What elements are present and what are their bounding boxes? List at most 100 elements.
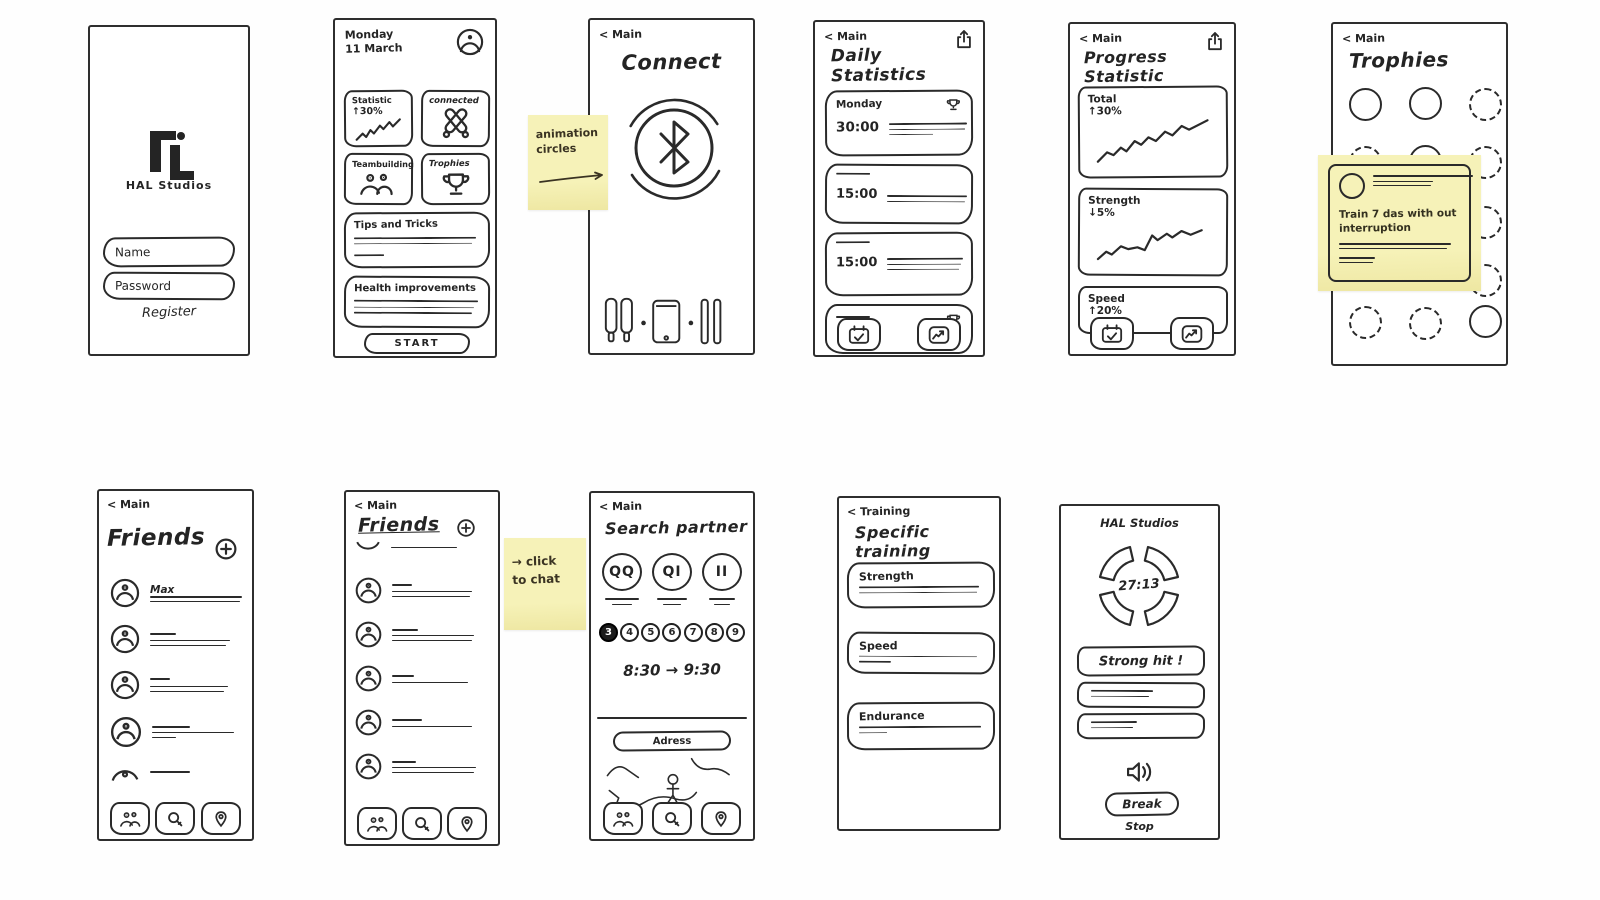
daily-entry-2[interactable]: 15:00 [824, 163, 974, 225]
search-nav-button[interactable] [401, 807, 442, 840]
friend-row[interactable] [354, 708, 488, 737]
trophy-slot-locked [1469, 88, 1502, 121]
profile-icon[interactable] [455, 27, 485, 57]
friend-row[interactable]: Max [109, 577, 244, 609]
note-animation-line1: animation [535, 125, 599, 142]
time-range[interactable]: 8:30 → 9:30 [623, 660, 721, 680]
count-option[interactable]: 7 [683, 623, 703, 642]
count-option[interactable]: 8 [704, 623, 724, 642]
plus-circle-icon[interactable] [214, 537, 238, 561]
trophies-card[interactable]: Trophies [420, 152, 491, 206]
count-option[interactable]: 4 [620, 623, 640, 642]
teambuilding-card[interactable]: Teambuilding [343, 152, 414, 206]
count-option-selected[interactable]: 3 [599, 623, 618, 642]
friend-row[interactable] [109, 669, 244, 701]
search-nav-button[interactable] [155, 802, 196, 835]
pair-option-glyph: QI [652, 553, 692, 591]
note-chat-line2: to chat [512, 571, 561, 588]
daily-entry-3[interactable]: 15:00 [824, 231, 974, 297]
friends-title: Friends [357, 513, 440, 537]
count-option[interactable]: 5 [641, 623, 661, 642]
friend-row[interactable] [109, 623, 244, 655]
screen-daily-statistics: < Main Daily Statistics Monday 30:00 [813, 20, 985, 357]
statistic-card[interactable]: Statistic ↑30% [343, 89, 414, 148]
text-line [887, 257, 964, 261]
back-to-main-link[interactable]: < Main [1341, 31, 1386, 46]
back-to-main-link[interactable]: < Main [823, 29, 868, 44]
back-to-main-link[interactable]: < Main [598, 499, 643, 514]
tips-card[interactable]: Tips and Tricks [343, 211, 491, 269]
text-line [1090, 721, 1137, 724]
progress-card-strength[interactable]: Strength ↓5% [1077, 187, 1229, 277]
map-nav-button[interactable] [447, 807, 488, 840]
pair-option[interactable]: II [702, 553, 742, 605]
trophy-slot-locked [1409, 307, 1442, 340]
health-card[interactable]: Health improvements [343, 275, 491, 329]
screen-friends-b: < Main Friends [344, 490, 500, 846]
friend-row[interactable] [354, 752, 488, 781]
friends-nav-button[interactable] [356, 807, 397, 840]
register-link[interactable]: Register [141, 304, 197, 321]
feedback-row[interactable] [1076, 681, 1206, 709]
calendar-check-button[interactable] [1090, 317, 1134, 350]
training-option-strength[interactable]: Strength [846, 561, 996, 609]
share-icon[interactable] [1205, 30, 1225, 52]
feedback-row[interactable] [1076, 712, 1206, 740]
back-to-main-link[interactable]: < Main [353, 498, 398, 513]
trophy-slot-earned[interactable] [1349, 88, 1382, 121]
text-line [392, 674, 414, 677]
text-line [150, 601, 240, 602]
count-option[interactable]: 6 [662, 623, 682, 642]
progress-nav [1070, 317, 1234, 350]
friends-nav-button[interactable] [109, 802, 150, 835]
break-button[interactable]: Break [1104, 791, 1180, 817]
speaker-icon[interactable] [1123, 758, 1159, 786]
training-option-speed[interactable]: Speed [846, 631, 996, 675]
friend-row[interactable] [354, 664, 488, 693]
break-button-label: Break [1122, 796, 1162, 812]
progress-card-total[interactable]: Total ↑30% [1077, 85, 1229, 179]
friend-row[interactable] [354, 576, 488, 605]
back-to-main-link[interactable]: < Main [106, 497, 151, 512]
address-input[interactable]: Adress [612, 730, 732, 752]
pair-option[interactable]: QI [652, 553, 692, 605]
pair-option[interactable]: QQ [602, 553, 642, 605]
training-option-endurance[interactable]: Endurance [846, 701, 996, 751]
friend-row[interactable] [109, 761, 244, 783]
search-nav-button[interactable] [651, 802, 692, 835]
progress-chart-button[interactable] [1170, 317, 1214, 350]
share-icon[interactable] [954, 28, 974, 50]
stop-button[interactable]: Stop [1125, 820, 1154, 833]
text-line [859, 725, 982, 729]
bluetooth-icon[interactable] [614, 86, 734, 206]
trophy-slot-earned[interactable] [1469, 305, 1502, 338]
name-field[interactable]: Name [102, 236, 236, 268]
text-line [392, 628, 418, 631]
trophy-icon [429, 170, 482, 200]
connected-card[interactable]: connected [420, 89, 491, 148]
start-button[interactable]: START [364, 333, 470, 354]
count-option[interactable]: 9 [725, 623, 745, 642]
search-nav-icon [168, 811, 183, 826]
back-to-training-link[interactable]: < Training [846, 504, 911, 519]
trophy-slot-locked [1349, 306, 1382, 339]
friend-row[interactable] [354, 540, 488, 554]
friends-nav-button[interactable] [603, 802, 644, 835]
password-field[interactable]: Password [102, 271, 236, 301]
friend-row[interactable] [109, 715, 244, 749]
daily-entry-monday[interactable]: Monday 30:00 [824, 89, 974, 157]
plus-circle-icon[interactable] [456, 518, 476, 538]
progress-chart-button[interactable] [917, 318, 961, 351]
trophies-card-title: Trophies [428, 158, 470, 170]
friends-list: Max [109, 577, 244, 783]
map-nav-button[interactable] [201, 802, 242, 835]
text-line [1090, 695, 1149, 698]
trophy-slot-earned[interactable] [1409, 87, 1442, 120]
back-to-main-link[interactable]: < Main [598, 27, 643, 42]
friend-row[interactable] [354, 620, 488, 649]
name-field-label: Name [114, 245, 151, 260]
option-label: Endurance [858, 708, 925, 724]
back-to-main-link[interactable]: < Main [1078, 31, 1123, 46]
map-nav-button[interactable] [700, 802, 741, 835]
calendar-check-button[interactable] [837, 318, 881, 351]
